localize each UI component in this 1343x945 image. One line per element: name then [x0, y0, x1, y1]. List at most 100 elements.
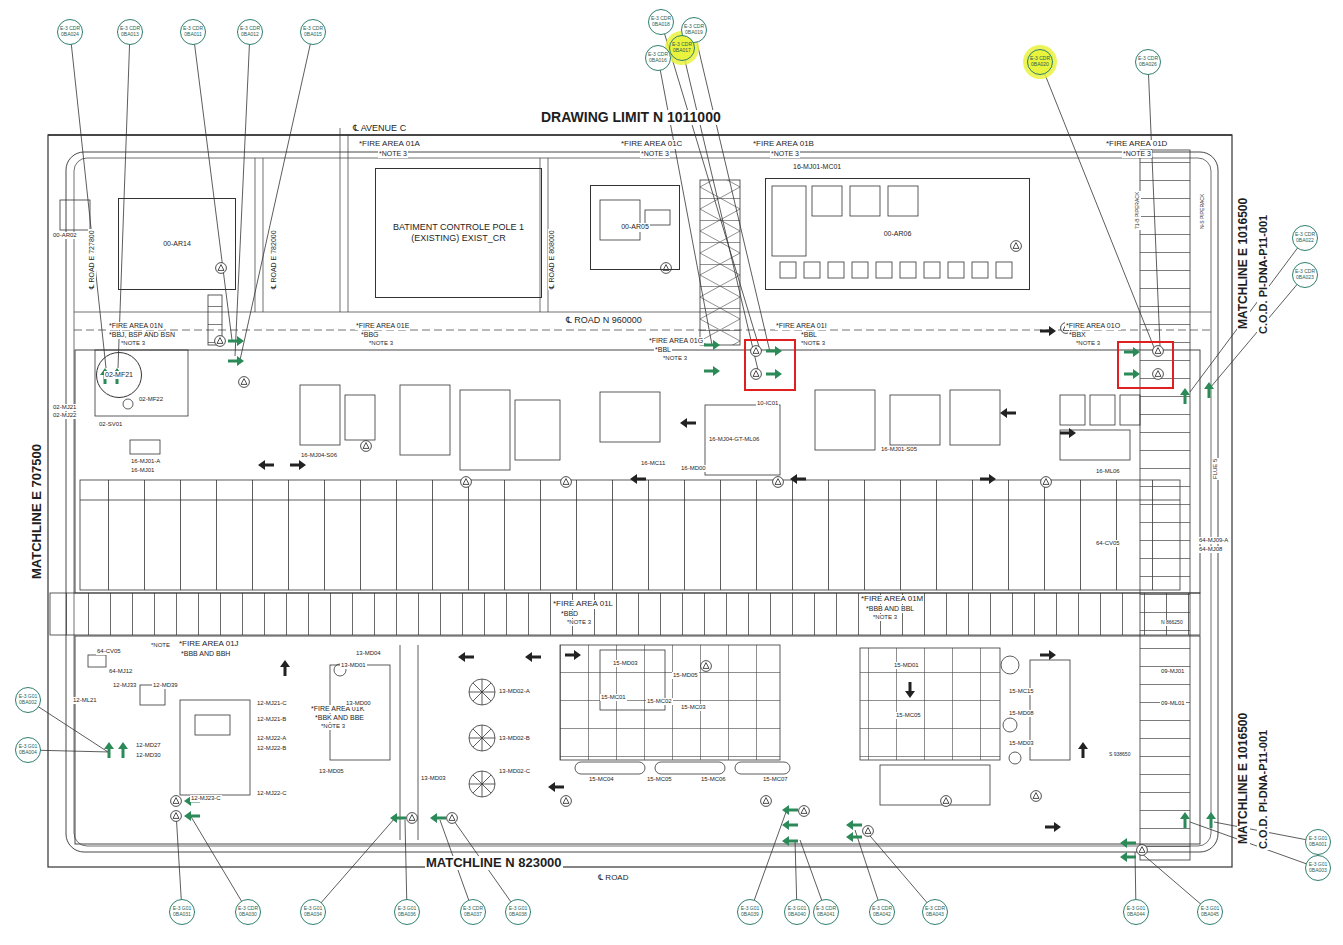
tag-label: 15-MC07: [762, 776, 789, 783]
access-arrows: [980, 474, 996, 484]
access-arrows: [1204, 382, 1214, 398]
equipment-outlines: [850, 186, 880, 216]
access-arrows: [1031, 791, 1042, 802]
tag-label: 12-MD27: [135, 742, 162, 749]
equipment-outlines: [1001, 656, 1019, 674]
callout-bubble: E-3 CDR 0BA012: [237, 19, 263, 45]
tag-label: *FIRE AREA 01I: [775, 322, 828, 330]
access-arrows: [1000, 408, 1016, 418]
tag-label: 15-MD03: [612, 660, 639, 667]
tag-label: *BBK AND BBE: [314, 714, 365, 722]
equipment-outlines: [600, 200, 640, 240]
equipment-tag: 02-MF21: [104, 371, 134, 379]
tag-label: 09-ML01: [1160, 700, 1186, 707]
access-arrows: [184, 811, 200, 821]
tag-label: 15-MC05: [646, 776, 673, 783]
area-label: *FIRE AREA 01A: [358, 140, 421, 149]
access-arrows: [228, 356, 244, 366]
access-arrows: [390, 813, 406, 823]
access-arrows: [407, 813, 418, 824]
access-arrows: [751, 369, 762, 380]
site-boundary: [340, 128, 341, 312]
building-box: 00-AR06: [765, 178, 1030, 290]
callout-number: E-3 CDR 0BA026: [1138, 56, 1159, 67]
tag-label: 12-MJ33: [112, 682, 137, 689]
tag-label: 16-MJ01-S05: [880, 446, 918, 453]
access-arrows: [1040, 650, 1056, 660]
callout-bubble: E-3 CDR 0BA022: [1292, 225, 1318, 251]
highlight-marks: [665, 31, 1057, 79]
access-arrows: [1137, 845, 1148, 856]
access-arrows: [704, 366, 720, 376]
access-arrows: [1120, 852, 1136, 862]
red-highlight-boxes: [745, 340, 1173, 390]
access-arrows: [630, 474, 646, 484]
equipment-outlines: [924, 262, 940, 278]
site-boundary: [75, 350, 1200, 593]
equipment-tag: 00-AR14: [162, 240, 192, 248]
equipment-outlines: [972, 262, 988, 278]
access-arrows: [228, 336, 244, 346]
equipment-outlines: [469, 771, 495, 797]
callout-bubble: E-3 G01 0BA001: [1305, 829, 1331, 855]
callout-number: E-3 G01 0BA002: [18, 694, 39, 705]
equipment-outlines: [460, 390, 510, 470]
pipe-racks: [400, 645, 401, 840]
tag-label: 13-MD01: [340, 662, 367, 669]
tag-label: ℄ ROAD E 727800: [88, 229, 96, 290]
site-boundary: [255, 158, 256, 312]
callout-bubble: E-3 G01 0BA034: [300, 899, 326, 925]
tag-label: 15-MD05: [672, 672, 699, 679]
tag-label: 12-MJ23-C: [190, 795, 222, 802]
equipment-outlines: [1009, 752, 1021, 764]
tag-label: *NOTE 3: [872, 614, 898, 621]
equipment-outlines: [852, 262, 868, 278]
callout-number: E-3 CDR 0BA043: [925, 906, 946, 917]
tag-label: *BBD: [560, 610, 579, 618]
site-boundary: [74, 158, 1211, 846]
access-arrows: [846, 832, 862, 842]
access-arrows: [766, 346, 782, 356]
tag-label: 15-MC03: [680, 704, 707, 711]
tag-label: 09-MJ01: [1160, 668, 1185, 675]
callout-number: E-3 CDR 0BA017: [672, 42, 693, 53]
callout-bubble: E-3 CDR 0BA026: [1135, 49, 1161, 75]
callout-number: E-3 G01 0BA040: [787, 906, 808, 917]
callout-bubble: E-3 G01 0BA003: [1305, 855, 1331, 881]
equipment-outlines: [575, 762, 645, 774]
pipe-racks: [50, 593, 1200, 635]
matchline-label: MATCHLINE E 1016500: [1237, 197, 1250, 330]
access-arrows: [704, 340, 720, 350]
tag-label: 64-MJ12: [108, 668, 133, 675]
building-box: BATIMENT CONTROLE POLE 1 (EXISTING) EXIS…: [375, 168, 542, 298]
highlight-marks: [1023, 45, 1057, 79]
equipment-outlines: [1003, 718, 1017, 732]
access-arrows: [1120, 838, 1136, 848]
equipment-outlines: [812, 186, 842, 216]
tag-label: 16-MJ01-MC01: [792, 163, 842, 171]
callout-bubble: E-3 CDR 0BA011: [180, 19, 206, 45]
tag-label: 12-MJ22-C: [256, 790, 288, 797]
tag-label: 15-MC01: [600, 694, 627, 701]
tag-label: *NOTE 3: [120, 340, 146, 347]
access-arrows: [561, 796, 572, 807]
tag-label: 13-MD00: [345, 700, 372, 707]
tag-label: 10-IC01: [756, 400, 779, 407]
access-arrows: [1180, 388, 1190, 404]
tag-label: 12-ML21: [72, 697, 98, 704]
equipment-outlines: [888, 186, 918, 216]
access-arrows: [1180, 812, 1190, 828]
equipment-outlines: [180, 700, 250, 795]
leader-lines: [28, 22, 1318, 912]
tag-label: 16-MD00: [680, 465, 707, 472]
tag-label: 12-MJ21-B: [256, 716, 287, 723]
equipment-outlines: [300, 385, 340, 445]
equipment-outlines: [1060, 395, 1085, 425]
equipment-outlines: [130, 440, 160, 454]
tag-label: *NOTE 3: [1122, 150, 1152, 158]
callout-bubble: E-3 G01 0BA031: [169, 899, 195, 925]
access-arrows: [280, 660, 290, 676]
matchline-label: DRAWING LIMIT N 1011000: [540, 110, 722, 125]
equipment-outlines: [1030, 660, 1070, 760]
